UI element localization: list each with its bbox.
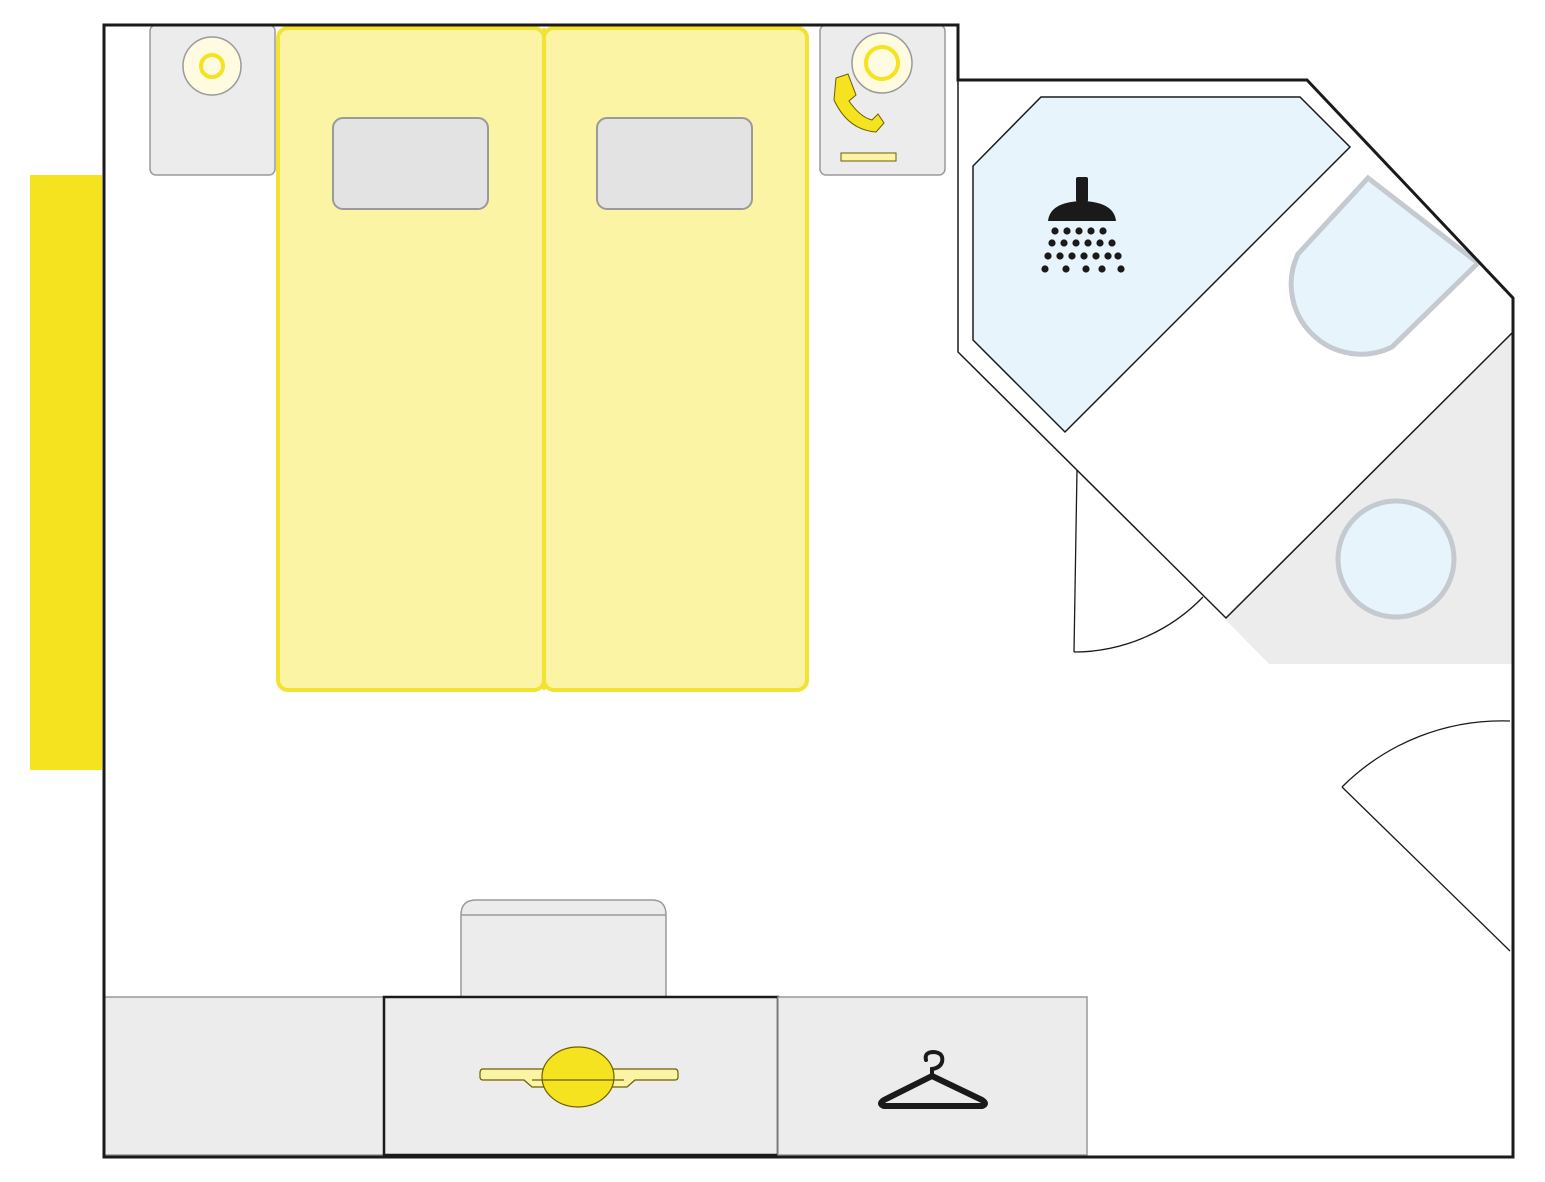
chair xyxy=(460,899,667,999)
cabin-walls xyxy=(102,23,1515,1159)
bathroom-door xyxy=(1073,469,1204,653)
clothes-hanger-icon xyxy=(878,1049,988,1109)
shower-drop xyxy=(1063,227,1071,235)
shower-icon xyxy=(1041,177,1125,273)
lamp-icon xyxy=(851,32,913,94)
sideboard xyxy=(103,996,385,1156)
shower-drop xyxy=(1072,239,1080,247)
shower-drop xyxy=(1096,239,1104,247)
shower-drop xyxy=(1082,265,1090,273)
shower-drop xyxy=(1108,239,1116,247)
entry-door xyxy=(1341,720,1511,952)
shower-drop xyxy=(1062,265,1070,273)
shower-area xyxy=(972,96,1352,434)
window xyxy=(30,175,102,770)
shower-drop xyxy=(1048,239,1056,247)
double-bed xyxy=(276,26,809,692)
toilet xyxy=(1288,174,1482,357)
shower-drop xyxy=(1056,252,1064,260)
shower-drop xyxy=(1092,252,1100,260)
shower-drop xyxy=(1087,227,1095,235)
shower-drop xyxy=(1068,252,1076,260)
pillow-left xyxy=(332,117,489,210)
sink xyxy=(1335,498,1457,620)
shower-drop xyxy=(1084,239,1092,247)
lamp-icon xyxy=(182,36,242,96)
telephone-icon xyxy=(833,73,897,162)
shower-drop xyxy=(1099,227,1107,235)
shower-drop xyxy=(1080,252,1088,260)
pillow-right xyxy=(596,117,753,210)
shower-drop xyxy=(1098,265,1106,273)
shower-drop xyxy=(1041,265,1049,273)
shower-drop xyxy=(1060,239,1068,247)
shower-drop xyxy=(1044,252,1052,260)
shower-drop xyxy=(1075,227,1083,235)
bathroom-wall xyxy=(957,80,1514,620)
shower-drop xyxy=(1051,227,1059,235)
shower-drop xyxy=(1104,252,1112,260)
shower-drop xyxy=(1117,265,1125,273)
shower-drop xyxy=(1114,252,1122,260)
luggage-rack-icon xyxy=(479,1046,679,1108)
